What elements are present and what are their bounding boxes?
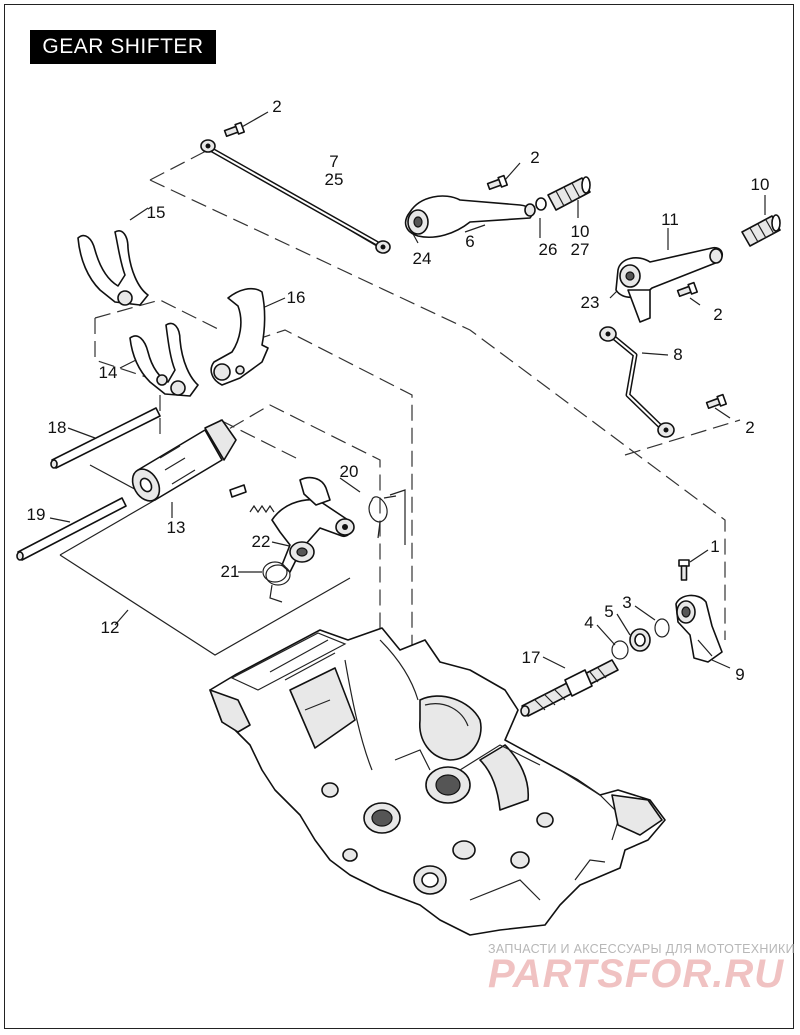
callout-label: 8 bbox=[673, 345, 682, 364]
assembly-guide-lines bbox=[94, 149, 741, 770]
torsion-spring-21 bbox=[262, 561, 291, 603]
callout-label: 20 bbox=[340, 462, 359, 481]
callout-label: 25 bbox=[325, 170, 344, 189]
fork-shaft-18 bbox=[50, 407, 161, 469]
shift-lever-rear bbox=[615, 214, 781, 323]
bushing-5 bbox=[629, 628, 651, 652]
fork-shaft-19 bbox=[16, 497, 127, 561]
callout-label: 12 bbox=[101, 618, 120, 637]
retaining-ring-4 bbox=[611, 640, 629, 660]
shifter-arm-9 bbox=[675, 594, 723, 663]
callout-label: 19 bbox=[27, 505, 46, 524]
screw-parts bbox=[223, 121, 728, 581]
shift-rod bbox=[200, 139, 391, 254]
shifter-fork-14 bbox=[129, 322, 199, 397]
callout-label: 14 bbox=[99, 363, 118, 382]
callout-label: 21 bbox=[221, 562, 240, 581]
callout-label: 9 bbox=[735, 665, 744, 684]
callout-label: 5 bbox=[604, 602, 613, 621]
callout-label: 18 bbox=[48, 418, 67, 437]
callout-label: 4 bbox=[584, 613, 593, 632]
linkage-rod bbox=[599, 326, 675, 438]
watermark-logo: PARTSFOR.RU bbox=[488, 952, 785, 996]
crankcase bbox=[209, 627, 666, 936]
shifter-shaft bbox=[520, 659, 619, 717]
callout-label: 2 bbox=[272, 97, 281, 116]
shifter-pawl-assembly bbox=[229, 476, 397, 603]
page-title: GEAR SHIFTER bbox=[30, 30, 216, 64]
callout-labels: 2 7 25 2 15 16 6 24 26 10 27 10 11 23 2 … bbox=[27, 97, 770, 684]
callout-label: 10 bbox=[571, 222, 590, 241]
diagram-frame bbox=[4, 4, 794, 1029]
foot-peg-front bbox=[547, 176, 591, 211]
callout-label: 11 bbox=[661, 210, 679, 229]
callout-label: 2 bbox=[745, 418, 754, 437]
callout-label: 2 bbox=[713, 305, 722, 324]
bracket-lines bbox=[49, 111, 766, 669]
callout-label: 15 bbox=[147, 203, 166, 222]
foot-peg-rear bbox=[741, 214, 781, 247]
callout-label: 24 bbox=[413, 249, 432, 268]
callout-label: 2 bbox=[530, 148, 539, 167]
callout-label: 13 bbox=[167, 518, 186, 537]
callout-label: 17 bbox=[522, 648, 541, 667]
shifter-fork-16 bbox=[210, 287, 269, 386]
callout-label: 27 bbox=[571, 240, 590, 259]
callout-label: 7 bbox=[329, 152, 338, 171]
callout-label: 6 bbox=[465, 232, 474, 251]
callout-label: 26 bbox=[539, 240, 558, 259]
callout-label: 1 bbox=[710, 537, 719, 556]
callout-label: 16 bbox=[287, 288, 306, 307]
spring-20 bbox=[368, 495, 397, 539]
shift-lever-front bbox=[404, 176, 591, 238]
callout-label: 23 bbox=[581, 293, 600, 312]
spring bbox=[249, 504, 275, 514]
ring-3 bbox=[654, 618, 670, 638]
shifter-drum bbox=[131, 419, 237, 502]
callout-label: 3 bbox=[622, 593, 631, 612]
watermark-tagline: ЗАПЧАСТИ И АКСЕССУАРЫ ДЛЯ МОТОТЕХНИКИ bbox=[488, 942, 795, 956]
callout-label: 10 bbox=[751, 175, 770, 194]
shifter-fork-15 bbox=[77, 230, 149, 306]
callout-label: 22 bbox=[252, 532, 271, 551]
